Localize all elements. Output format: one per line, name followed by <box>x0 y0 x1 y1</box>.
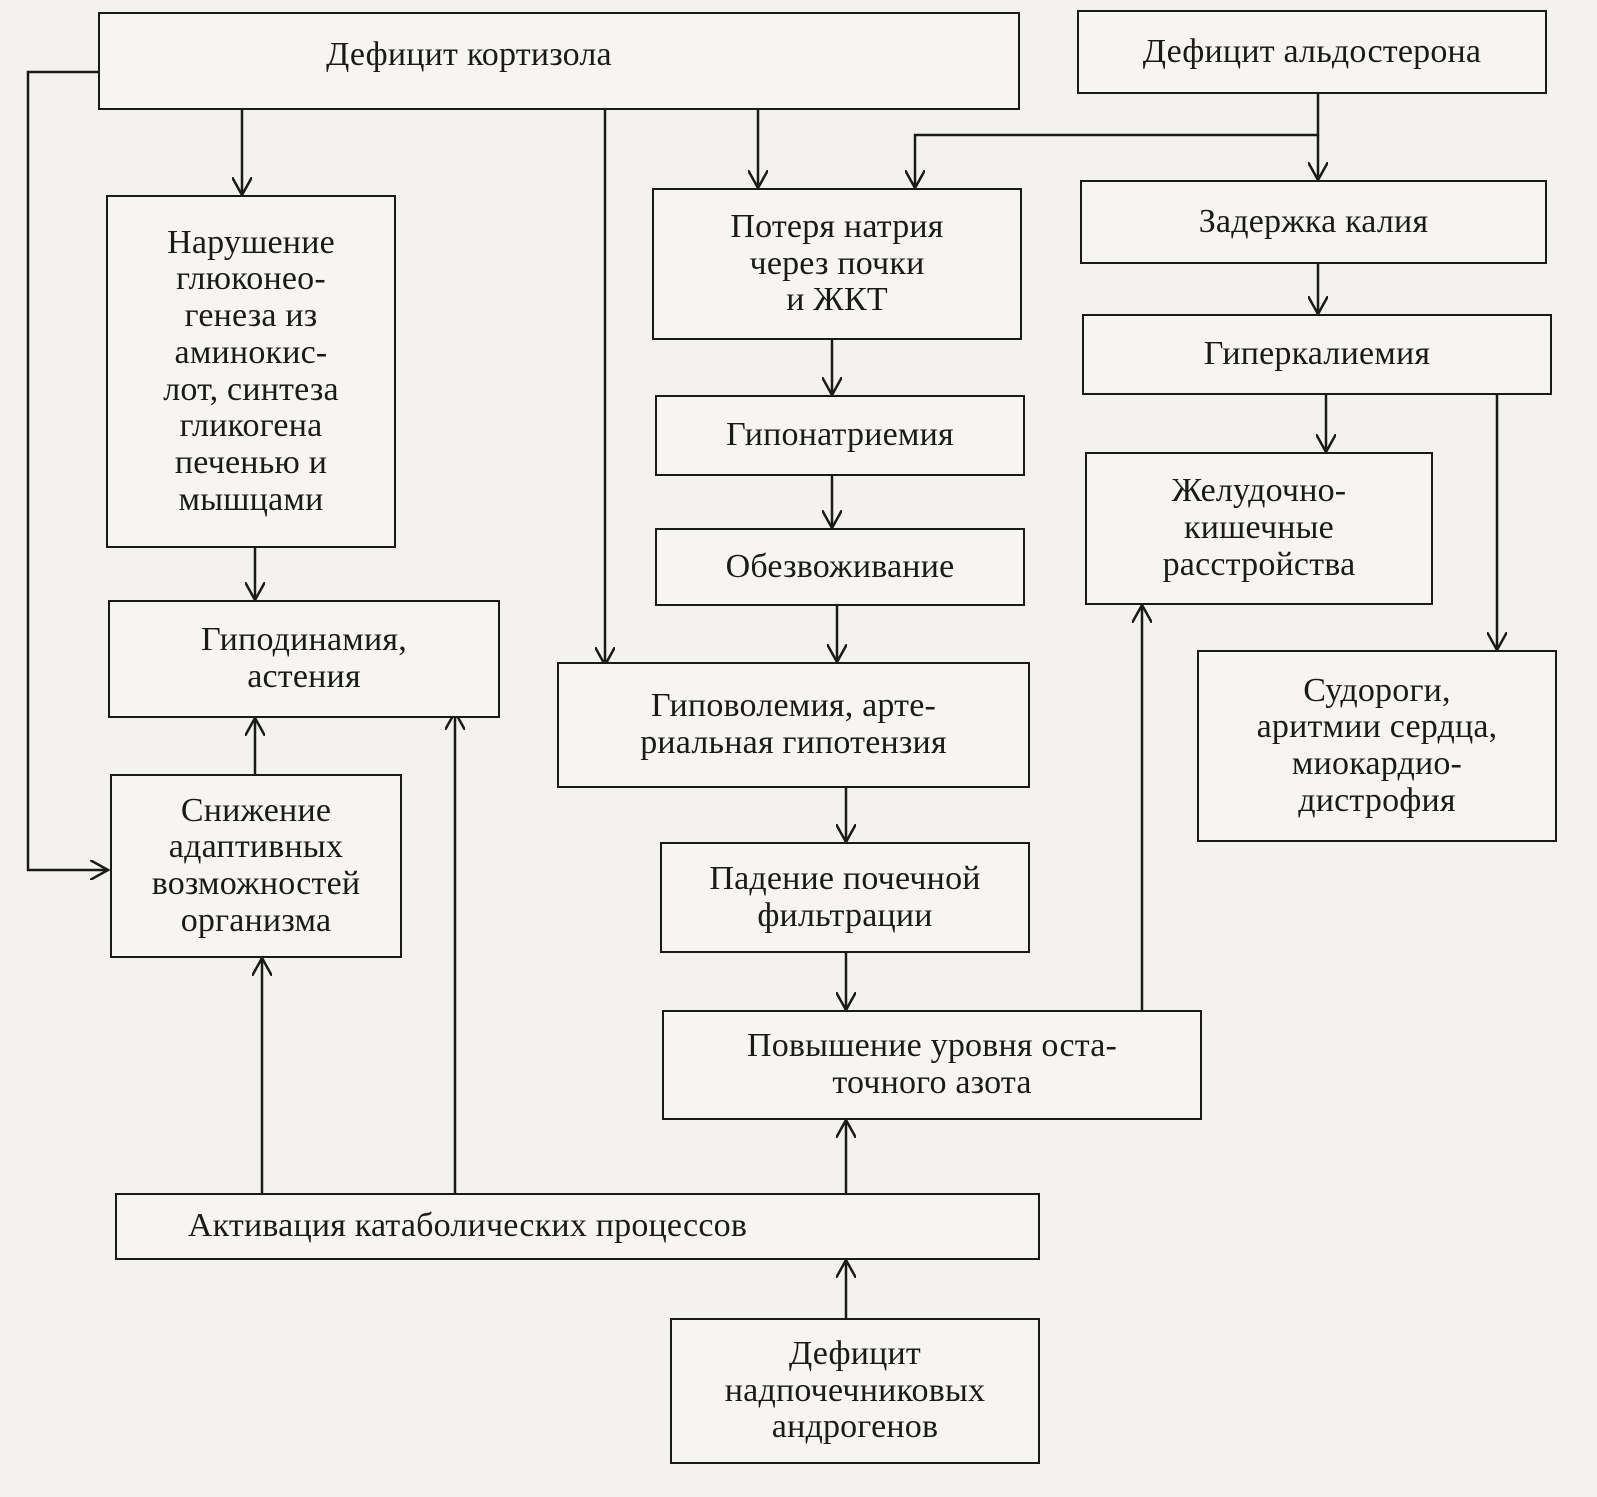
node-label: Обезвоживание <box>725 547 955 585</box>
arrow-cortisol-to-adaptive-decrease <box>26 70 108 870</box>
node-hyponatremia: Гипонатриемия <box>655 395 1025 476</box>
node-convulsions: Судороги, аритмии сердца, миокардио- дис… <box>1197 650 1557 842</box>
node-label: Гиподинамия, астения <box>201 621 407 695</box>
node-label: Гипонатриемия <box>726 416 954 454</box>
node-residual-nitrogen: Повышение уровня оста- точного азота <box>662 1010 1202 1120</box>
node-hyperkalemia: Гиперкалиемия <box>1082 314 1552 395</box>
node-adaptive-decrease: Снижение адаптивных возможностей организ… <box>110 774 402 958</box>
node-potassium-retention: Задержка калия <box>1080 180 1547 264</box>
node-dehydration: Обезвоживание <box>655 528 1025 606</box>
node-label: Дефицит кортизола <box>326 35 612 73</box>
node-gluconeogenesis-disorder: Нарушение глюконео- генеза из аминокис- … <box>106 195 396 548</box>
node-hypovolemia: Гиповолемия, арте- риальная гипотензия <box>557 662 1030 788</box>
node-label: Активация катаболических процессов <box>187 1207 748 1245</box>
node-label: Потеря натрия через почки и ЖКТ <box>730 207 944 319</box>
node-label: Нарушение глюконео- генеза из аминокис- … <box>163 223 339 518</box>
node-aldosterone-deficit: Дефицит альдостерона <box>1077 10 1547 94</box>
node-cortisol-deficit: Дефицит кортизола <box>98 12 1020 110</box>
node-catabolic-activation: Активация катаболических процессов <box>115 1193 1040 1260</box>
node-label: Падение почечной фильтрации <box>709 859 981 934</box>
node-label: Гиперкалиемия <box>1203 335 1431 373</box>
node-gi-disorders: Желудочно- кишечные расстройства <box>1085 452 1433 605</box>
node-label: Гиповолемия, арте- риальная гипотензия <box>640 687 947 761</box>
arrow-aldosterone-to-sodium-loss <box>915 94 1320 188</box>
node-sodium-loss: Потеря натрия через почки и ЖКТ <box>652 188 1022 340</box>
node-label: Повышение уровня оста- точного азота <box>746 1027 1118 1101</box>
node-label: Снижение адаптивных возможностей организ… <box>151 791 361 939</box>
node-label: Дефицит альдостерона <box>1142 32 1482 70</box>
node-label: Желудочно- кишечные расстройства <box>1162 472 1356 583</box>
node-androgen-deficit: Дефицит надпочечниковых андрогенов <box>670 1318 1040 1464</box>
node-label: Дефицит надпочечниковых андрогенов <box>724 1334 986 1446</box>
node-label: Судороги, аритмии сердца, миокардио- дис… <box>1256 671 1498 819</box>
node-label: Задержка калия <box>1198 202 1429 240</box>
node-renal-filtration-drop: Падение почечной фильтрации <box>660 842 1030 953</box>
node-hypodynamia: Гиподинамия, астения <box>108 600 500 718</box>
